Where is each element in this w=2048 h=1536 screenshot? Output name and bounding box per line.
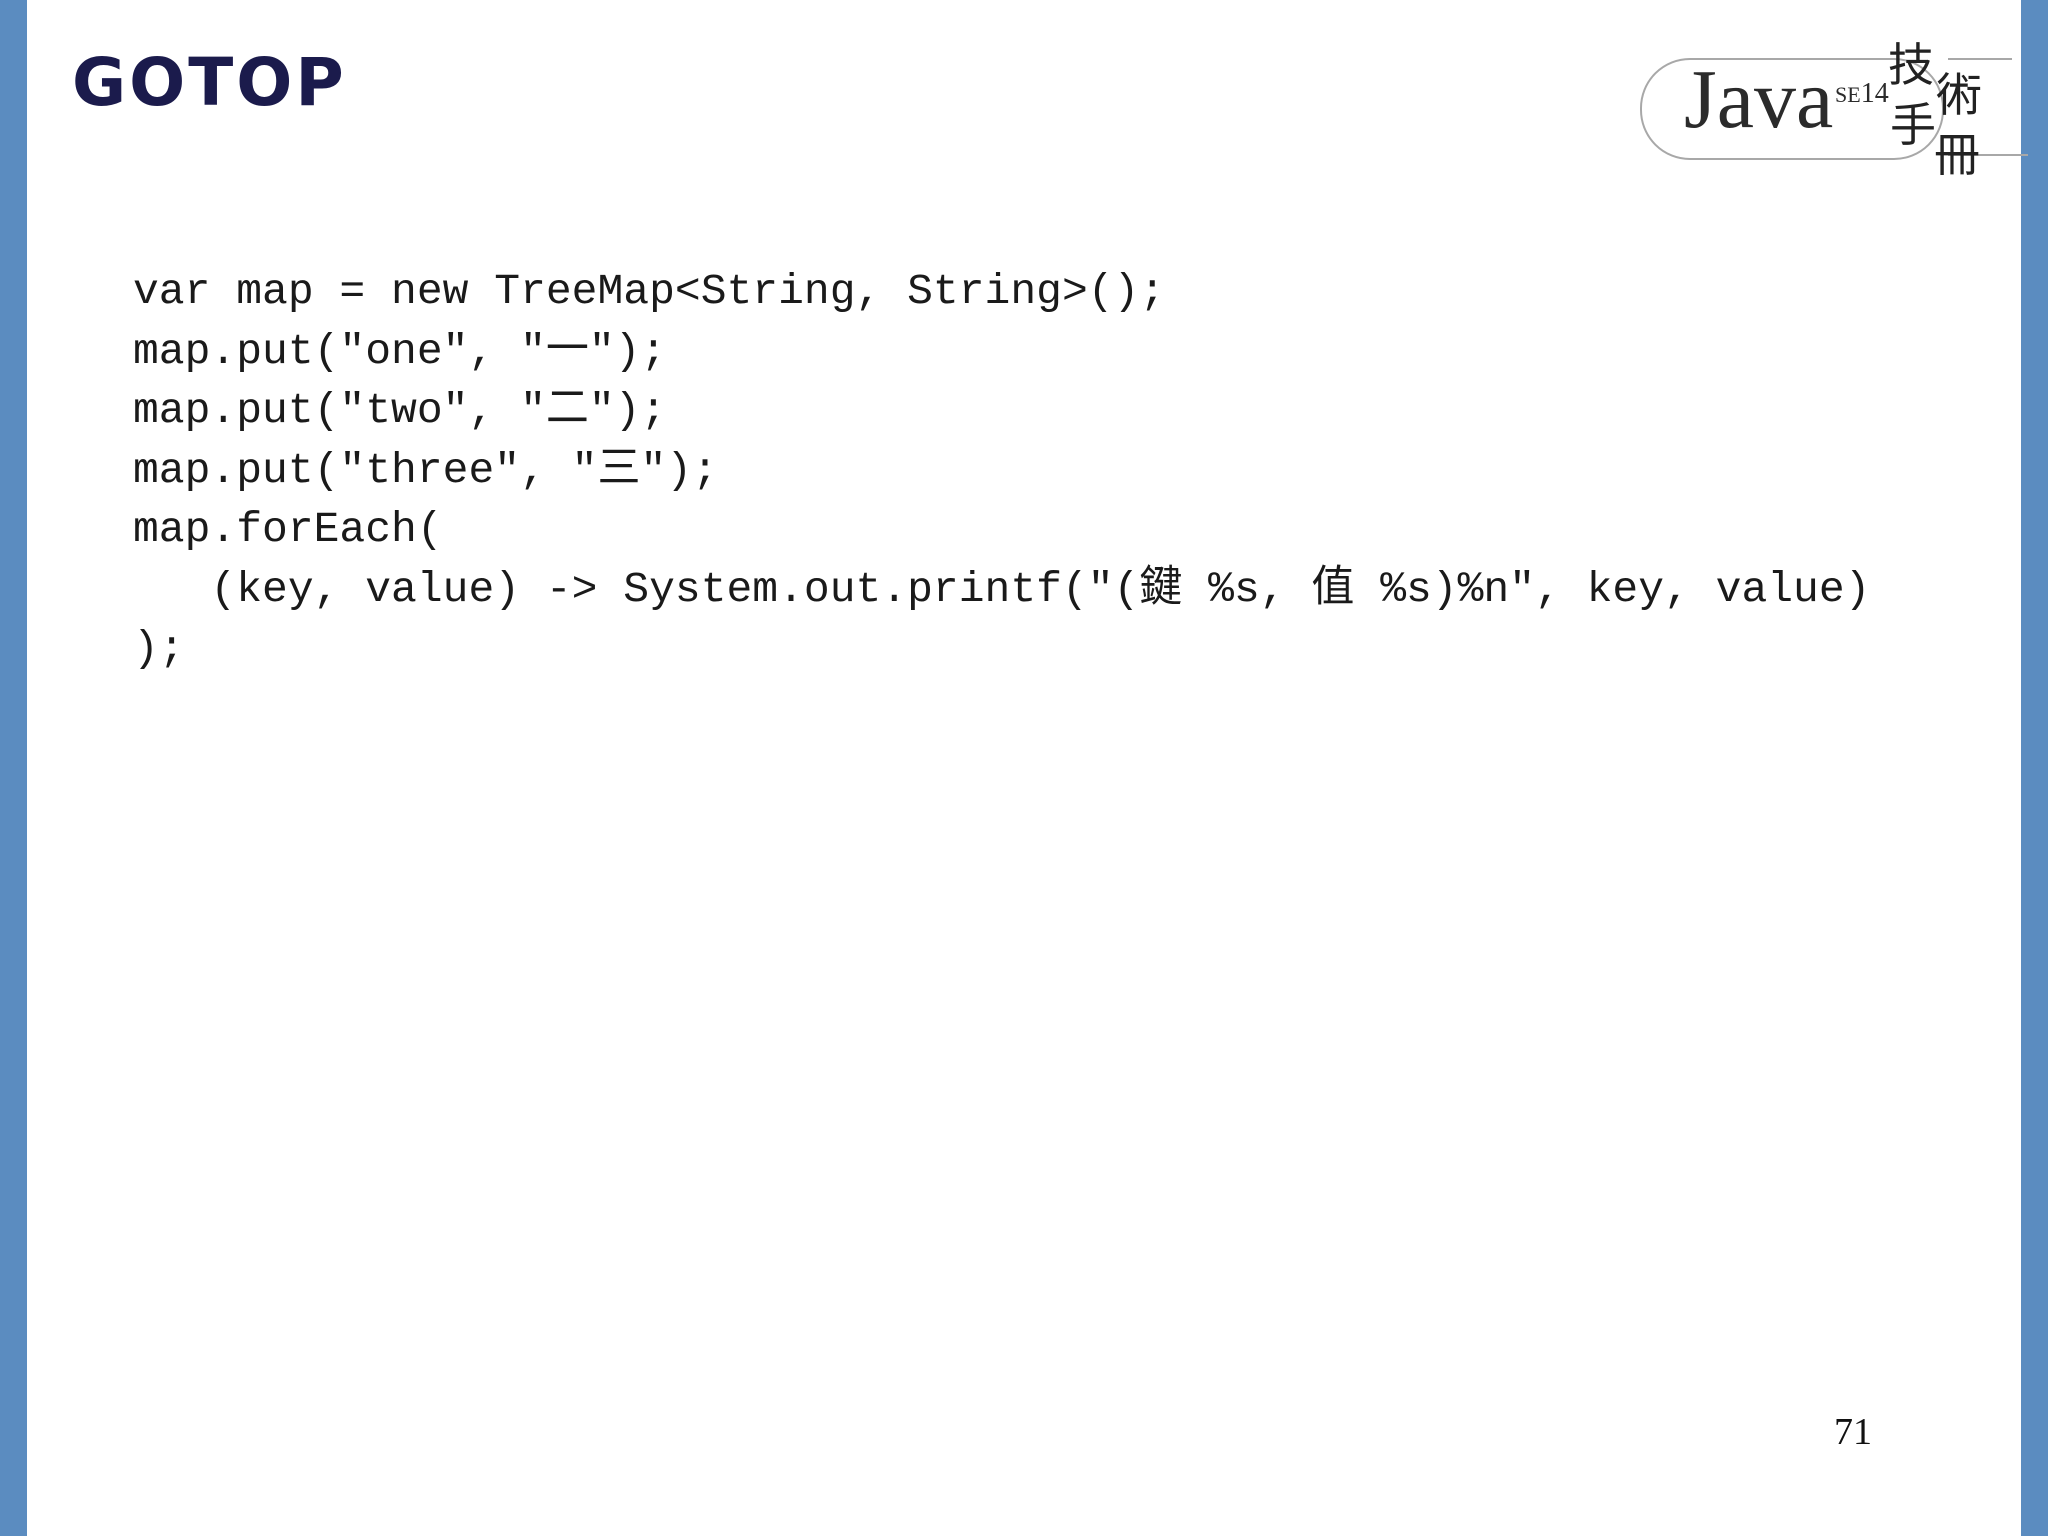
left-side-bar — [0, 0, 27, 1536]
badge-edition: SE — [1835, 82, 1861, 107]
badge-java-text: Java — [1684, 53, 1834, 146]
badge-char-1: 技 — [1888, 38, 1934, 92]
badge-char-4: 冊 — [1934, 128, 1980, 182]
badge-char-2: 術 — [1936, 68, 1982, 122]
badge-line-bottom — [1948, 154, 2028, 156]
gotop-logo: GOTOP — [72, 44, 347, 121]
badge-version-number: 14 — [1860, 78, 1889, 109]
java-se14-badge: Java SE14 技 術 手 冊 — [1630, 36, 2030, 186]
badge-calligraphy: 技 術 手 冊 — [1888, 42, 2008, 178]
code-line: map.put("two", "二"); — [133, 386, 667, 435]
code-block: var map = new TreeMap<String, String>();… — [133, 262, 1870, 679]
right-side-bar — [2021, 0, 2048, 1536]
code-line: (key, value) -> System.out.printf("(鍵 %s… — [133, 564, 1871, 614]
code-line: var map = new TreeMap<String, String>(); — [133, 267, 1166, 316]
code-line: ); — [133, 624, 185, 673]
badge-char-3: 手 — [1890, 98, 1936, 152]
badge-line-top — [1948, 58, 2012, 60]
badge-version: SE14 — [1835, 78, 1889, 110]
code-line: map.put("one", "一"); — [133, 326, 667, 376]
badge-outline — [1640, 58, 1944, 160]
code-line: map.forEach( — [133, 505, 443, 554]
code-line: map.put("three", "三"); — [133, 445, 718, 495]
page-number: 71 — [1834, 1411, 1872, 1453]
